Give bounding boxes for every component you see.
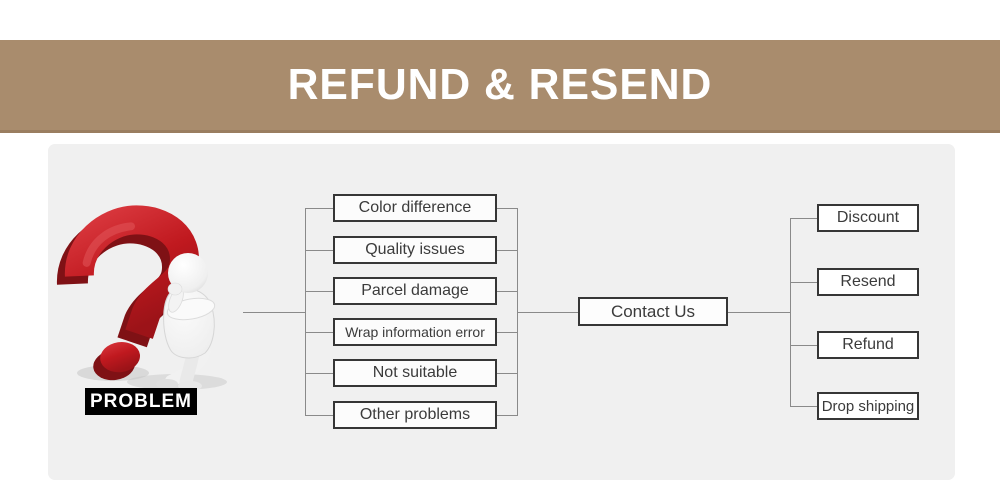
problem-node-label: Wrap information error (345, 324, 485, 340)
connector-line (790, 345, 817, 346)
connector-line (517, 312, 578, 313)
question-mark-icon (56, 205, 199, 381)
solution-node-label: Resend (840, 273, 896, 290)
connector-line (305, 250, 333, 251)
solution-node-drop-shipping: Drop shipping (817, 392, 919, 420)
connector-rail-right (790, 218, 791, 407)
connector-line (497, 332, 517, 333)
solution-node-resend: Resend (817, 268, 919, 296)
problem-node-label: Quality issues (365, 241, 465, 258)
question-mark-figure-illustration (56, 205, 227, 391)
problem-node-label: Color difference (358, 199, 472, 216)
banner: REFUND & RESEND (0, 40, 1000, 133)
connector-line (790, 282, 817, 283)
problem-node-parcel-damage: Parcel damage (333, 277, 497, 305)
problem-node-wrap-information-error: Wrap information error (333, 318, 497, 346)
thinking-person-icon (156, 253, 216, 391)
problem-node-label: Parcel damage (361, 282, 469, 299)
problem-node-color-difference: Color difference (333, 194, 497, 222)
connector-line (728, 312, 790, 313)
connector-line (790, 406, 817, 407)
problem-node-label: Not suitable (372, 364, 458, 381)
connector-line (497, 415, 517, 416)
connector-line (497, 373, 517, 374)
banner-title: REFUND & RESEND (287, 60, 713, 109)
problem-node-not-suitable: Not suitable (333, 359, 497, 387)
connector-line (497, 250, 517, 251)
problem-node-label: Other problems (359, 406, 471, 423)
connector-line (243, 312, 305, 313)
connector-line (305, 291, 333, 292)
connector-line (790, 218, 817, 219)
connector-line (305, 415, 333, 416)
contact-us-label: Contact Us (610, 301, 696, 321)
connector-rail-left (305, 208, 306, 416)
connector-line (497, 208, 517, 209)
solution-node-label: Refund (842, 336, 894, 353)
connector-line (497, 291, 517, 292)
connector-line (305, 332, 333, 333)
problem-node-quality-issues: Quality issues (333, 236, 497, 264)
problem-node-other-problems: Other problems (333, 401, 497, 429)
solution-node-refund: Refund (817, 331, 919, 359)
connector-line (305, 208, 333, 209)
solution-node-discount: Discount (817, 204, 919, 232)
solution-node-label: Discount (836, 209, 900, 226)
connector-line (305, 373, 333, 374)
contact-us-node: Contact Us (578, 297, 728, 326)
problem-label: PROBLEM (85, 388, 197, 415)
solution-node-label: Drop shipping (821, 397, 915, 415)
